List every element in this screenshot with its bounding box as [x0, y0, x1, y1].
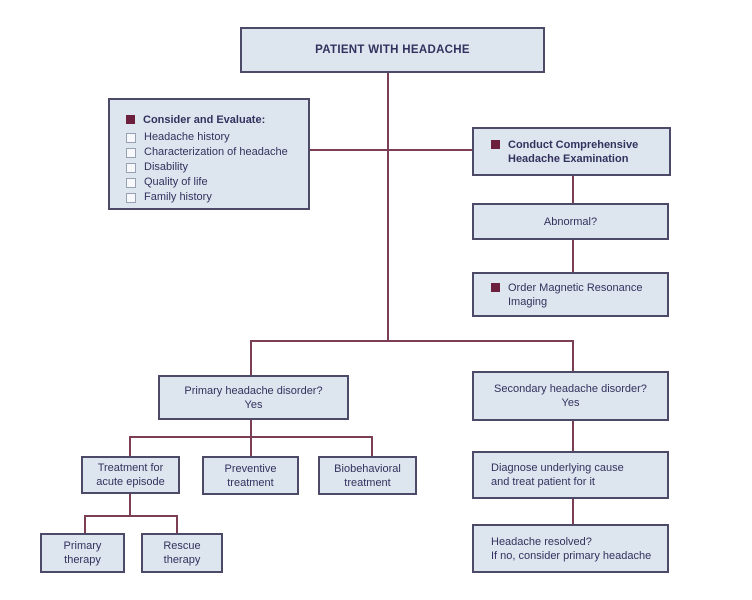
node-label: Headache resolved? If no, consider prima… [491, 535, 652, 562]
node-label: Rescue therapy [163, 540, 201, 566]
node-primary-headache-disorder: Primary headache disorder? Yes [158, 375, 349, 420]
connector-diagnose-resolved [572, 499, 574, 524]
checkbox-icon [126, 177, 136, 188]
node-label: PATIENT WITH HEADACHE [315, 44, 470, 56]
node-rescue-therapy: Rescue therapy [141, 533, 223, 573]
node-headache-resolved: Headache resolved? If no, consider prima… [472, 524, 669, 573]
connector-split-therapies [84, 515, 178, 517]
checklist-item: Family history [126, 190, 212, 205]
checkbox-icon [126, 147, 136, 158]
connector-drop-biobehavioral [371, 436, 373, 456]
checklist-item-label: Disability [144, 161, 189, 173]
checklist-item: Disability [126, 160, 188, 175]
connector-drop-acute [129, 436, 131, 456]
node-label: Abnormal? [543, 215, 598, 228]
node-label: Diagnose underlying cause and treat pati… [491, 462, 624, 488]
checklist-item-label: Quality of life [144, 176, 208, 188]
node-label: Treatment for acute episode [96, 462, 165, 488]
connector-drop-rescue-therapy [176, 515, 178, 533]
checklist-item-label: Characterization of headache [144, 146, 288, 158]
connector-drop-primary-therapy [84, 515, 86, 533]
connector-primary-split [250, 420, 252, 438]
node-diagnose-underlying-cause: Diagnose underlying cause and treat pati… [472, 451, 669, 499]
node-abnormal-question: Abnormal? [472, 203, 669, 240]
checklist-item: Characterization of headache [126, 145, 288, 160]
node-consider-and-evaluate: Consider and Evaluate: Headache history … [108, 98, 310, 210]
connector-secondary-diagnose [572, 421, 574, 451]
consider-title: Consider and Evaluate: [143, 114, 266, 126]
bullet-row: Conduct Comprehensive Headache Examinati… [491, 138, 638, 166]
node-label: Conduct Comprehensive Headache Examinati… [508, 138, 639, 165]
connector-acute-split [129, 494, 131, 517]
node-label: Biobehavioral treatment [334, 462, 401, 489]
bullet-square-icon [491, 139, 500, 149]
connector-conduct-abnormal [572, 176, 574, 203]
node-label: Secondary headache disorder? Yes [494, 383, 647, 409]
checklist-item: Headache history [126, 130, 230, 145]
node-order-mri: Order Magnetic Resonance Imaging [472, 272, 669, 317]
connector-abnormal-mri [572, 240, 574, 272]
node-patient-with-headache: PATIENT WITH HEADACHE [240, 27, 545, 73]
node-label: Order Magnetic Resonance Imaging [508, 281, 643, 308]
connector-split-disorders [250, 340, 574, 342]
node-conduct-examination: Conduct Comprehensive Headache Examinati… [472, 127, 671, 176]
checklist-item-label: Headache history [144, 131, 230, 143]
node-treatment-acute-episode: Treatment for acute episode [81, 456, 180, 494]
node-label: Primary headache disorder? Yes [184, 384, 323, 411]
bullet-row: Order Magnetic Resonance Imaging [491, 281, 643, 309]
bullet-square-icon [126, 115, 135, 124]
connector-consider-conduct [310, 149, 472, 151]
node-biobehavioral-treatment: Biobehavioral treatment [318, 456, 417, 495]
checkbox-icon [126, 162, 136, 173]
checklist-item-label: Family history [144, 191, 212, 203]
connector-trunk [387, 73, 389, 342]
checkbox-icon [126, 132, 136, 143]
node-label: Preventive treatment [224, 462, 277, 489]
node-primary-therapy: Primary therapy [40, 533, 125, 573]
node-secondary-headache-disorder: Secondary headache disorder? Yes [472, 371, 669, 421]
consider-header: Consider and Evaluate: [126, 113, 265, 127]
checkbox-icon [126, 192, 136, 203]
checklist-item: Quality of life [126, 175, 208, 190]
node-preventive-treatment: Preventive treatment [202, 456, 299, 495]
bullet-square-icon [491, 282, 500, 292]
node-label: Primary therapy [63, 540, 102, 566]
connector-drop-primary [250, 340, 252, 375]
connector-drop-preventive [250, 436, 252, 456]
connector-drop-secondary [572, 340, 574, 371]
